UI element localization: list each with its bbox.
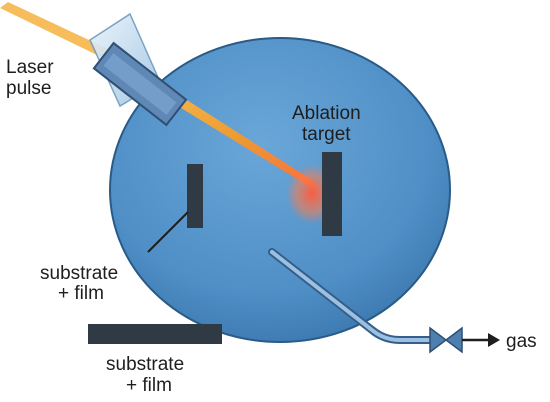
substrate-inner <box>187 164 203 228</box>
laser-label-line2: pulse <box>6 78 51 99</box>
gas-arrow-head <box>488 333 500 347</box>
gas-tube-inner <box>270 250 436 342</box>
gas-valve-right <box>444 326 463 354</box>
substrate-outer <box>88 324 222 344</box>
gas-label: gas <box>506 331 537 352</box>
gas-valve <box>429 326 448 354</box>
ablation-target <box>322 152 342 236</box>
substrate-outer-label-line2: + film <box>126 375 172 396</box>
target-label-line2: target <box>302 124 351 145</box>
substrate-leader-line <box>147 211 189 253</box>
target-label-line1: Ablation <box>292 103 361 124</box>
substrate-inner-label-line1: substrate <box>40 263 118 284</box>
substrate-outer-label-line1: substrate <box>106 354 184 375</box>
laser-label-line1: Laser <box>6 57 54 78</box>
substrate-inner-label-line2: + film <box>58 283 104 304</box>
lens-window-inner <box>103 53 177 115</box>
